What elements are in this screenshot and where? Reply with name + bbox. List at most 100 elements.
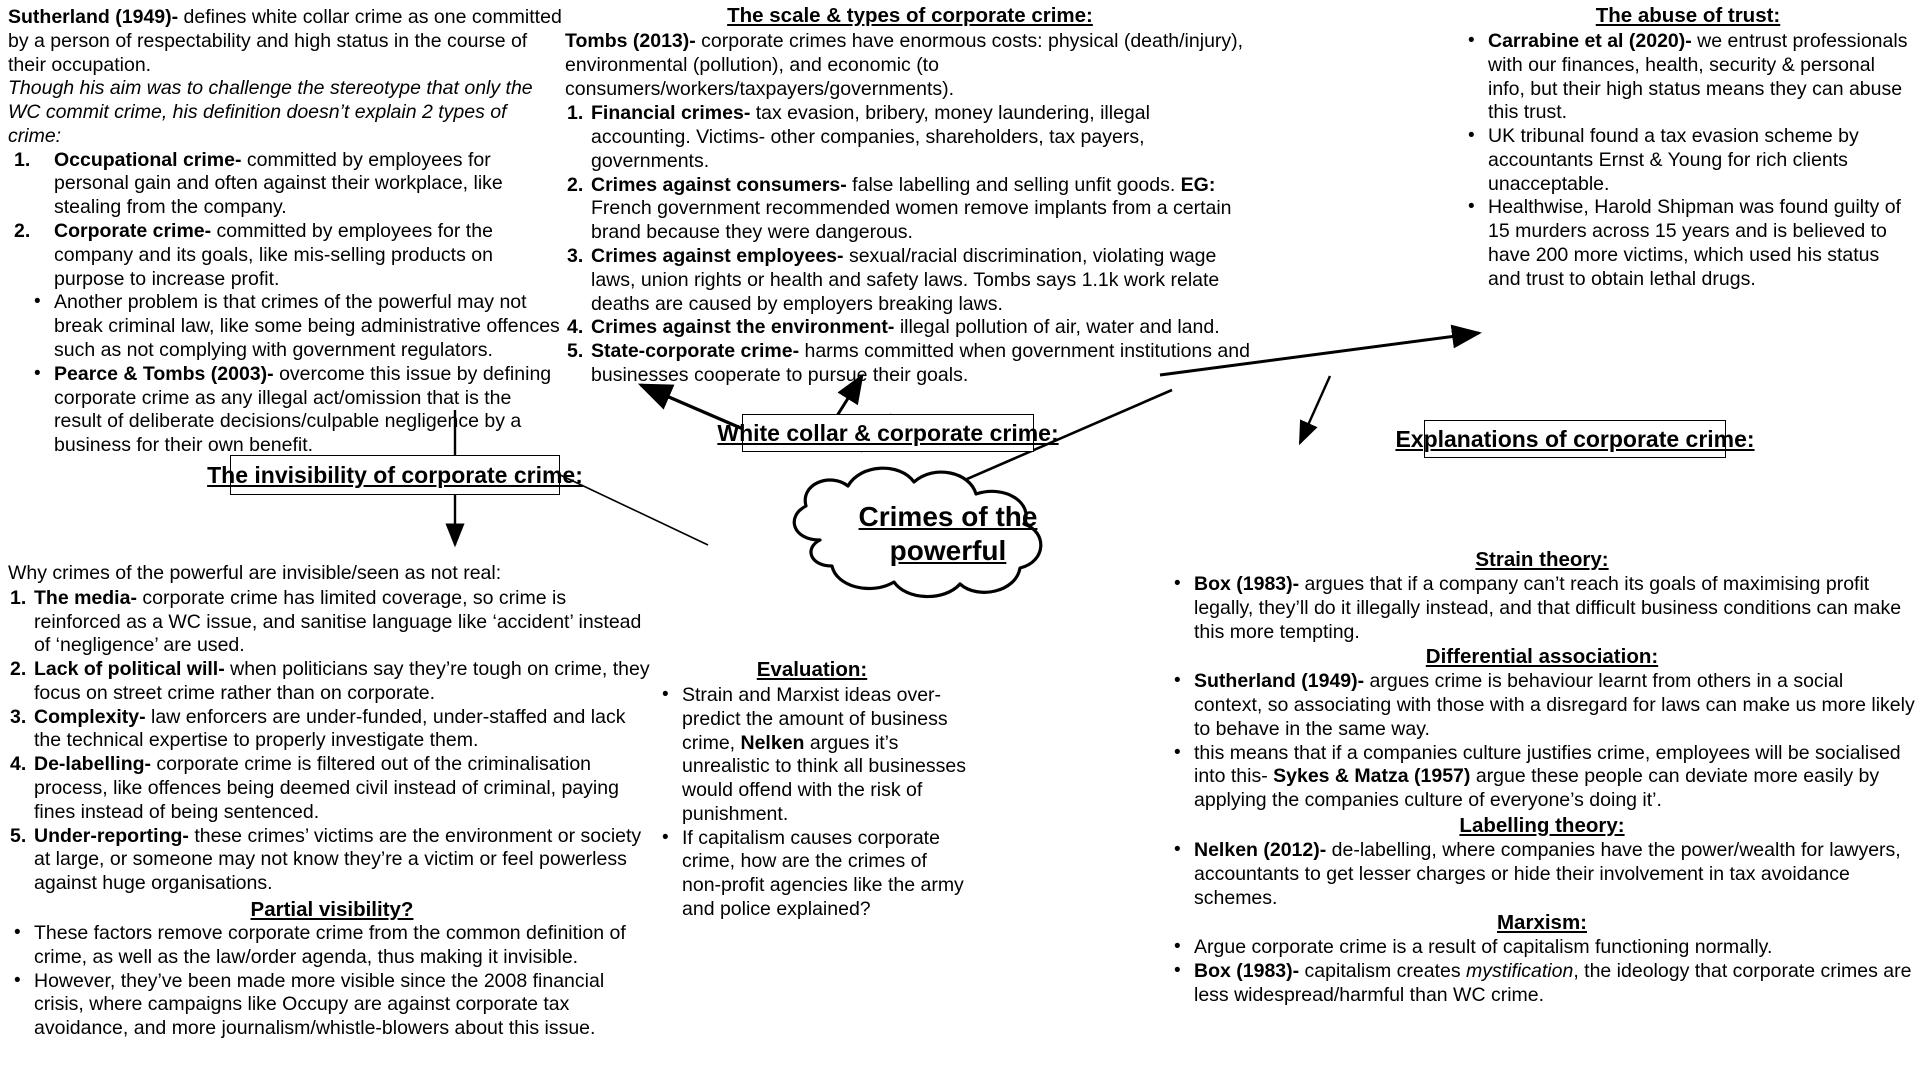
list-item-text: If capitalism causes corporate crime, ho… bbox=[682, 826, 964, 921]
strain-theory-bullets: Box (1983)- argues that if a company can… bbox=[1168, 572, 1916, 644]
list-item-lead: Crimes against the environment- bbox=[591, 316, 895, 339]
list-marker: 5. bbox=[567, 340, 584, 363]
invisibility-block: Why crimes of the powerful are invisible… bbox=[8, 562, 656, 1041]
evaluation-bullets: Strain and Marxist ideas over-predict th… bbox=[656, 683, 968, 922]
sutherland-definition-text: defines white collar crime as one commit… bbox=[8, 6, 562, 76]
list-item-bold: Nelken bbox=[740, 731, 805, 754]
sutherland-aim-note: Though his aim was to challenge the ster… bbox=[8, 77, 533, 147]
list-item-text: These factors remove corporate crime fro… bbox=[34, 921, 626, 968]
explanations-block: Strain theory: Box (1983)- argues that i… bbox=[1168, 548, 1916, 1008]
list-item-lead: Financial crimes- bbox=[591, 102, 751, 125]
list-item-text: committed by employees for the company a… bbox=[54, 220, 493, 290]
list-item: 3. Crimes against employees- sexual/raci… bbox=[565, 245, 1255, 316]
list-item-text: Another problem is that crimes of the po… bbox=[54, 291, 560, 361]
list-item: Healthwise, Harold Shipman was found gui… bbox=[1462, 195, 1914, 291]
list-item-text: tax evasion, bribery, money laundering, … bbox=[591, 102, 1150, 172]
list-item-text: capitalism creates bbox=[1299, 960, 1467, 983]
list-marker: 1. bbox=[10, 586, 27, 609]
list-marker: 3. bbox=[567, 245, 584, 268]
tombs-citation: Tombs (2013)- bbox=[565, 30, 696, 52]
list-item: If capitalism causes corporate crime, ho… bbox=[656, 826, 968, 922]
invisibility-title-box[interactable]: The invisibility of corporate crime: bbox=[207, 455, 583, 495]
labelling-theory-heading: Labelling theory: bbox=[1459, 814, 1625, 838]
invisibility-list: 1. The media- corporate crime has limite… bbox=[8, 587, 656, 896]
central-cloud[interactable]: Crimes of the powerful bbox=[748, 462, 1148, 602]
list-item-lead: Sutherland (1949)- bbox=[1194, 670, 1365, 693]
list-item-lead: Occupational crime- bbox=[54, 148, 242, 171]
marxism-heading: Marxism: bbox=[1496, 911, 1587, 935]
list-item-text: Argue corporate crime is a result of cap… bbox=[1194, 936, 1773, 959]
abuse-bullets: Carrabine et al (2020)- we entrust profe… bbox=[1462, 29, 1914, 292]
list-item-text: argues that if a company can’t reach its… bbox=[1194, 573, 1902, 643]
list-item-lead: State-corporate crime- bbox=[591, 340, 800, 363]
list-item-lead: Nelken (2012)- bbox=[1194, 839, 1327, 862]
list-item: Nelken (2012)- de-labelling, where compa… bbox=[1168, 838, 1916, 910]
sutherland-block: Sutherland (1949)- defines white collar … bbox=[8, 6, 564, 458]
invisibility-title-label: The invisibility of corporate crime: bbox=[207, 461, 583, 488]
explanations-title-label: Explanations of corporate crime: bbox=[1395, 425, 1755, 452]
list-item-text-2: , the ideology that corporate crimes are… bbox=[1194, 960, 1912, 1006]
list-item: Carrabine et al (2020)- we entrust profe… bbox=[1462, 29, 1914, 125]
list-item: Pearce & Tombs (2003)- overcome this iss… bbox=[28, 362, 564, 458]
list-item-lead: Pearce & Tombs (2003)- bbox=[54, 362, 274, 385]
list-item-lead: Box (1983)- bbox=[1194, 573, 1300, 595]
list-item: 1. The media- corporate crime has limite… bbox=[8, 587, 656, 658]
list-item-text: Strain and Marxist ideas over-predict th… bbox=[682, 684, 948, 754]
list-item-lead: Complexity- bbox=[34, 705, 146, 728]
list-item: 1. Occupational crime- committed by empl… bbox=[8, 149, 564, 220]
cloud-line-2: powerful bbox=[889, 535, 1007, 567]
sutherland-crime-types-list: 1. Occupational crime- committed by empl… bbox=[8, 149, 564, 292]
list-item-lead: The media- bbox=[34, 586, 137, 609]
list-item: 3. Complexity- law enforcers are under-f… bbox=[8, 706, 656, 754]
list-marker: 4. bbox=[10, 753, 27, 776]
list-item-text-2: French government recommended women remo… bbox=[591, 197, 1232, 244]
list-item-bold: Sykes & Matza (1957) bbox=[1273, 765, 1471, 788]
list-item-text: Healthwise, Harold Shipman was found gui… bbox=[1488, 196, 1901, 290]
list-item-lead: Crimes against employees- bbox=[591, 245, 844, 268]
arrow-explanations-to-strain bbox=[1298, 375, 1332, 446]
marxism-bullets: Argue corporate crime is a result of cap… bbox=[1168, 935, 1916, 1008]
list-marker: 3. bbox=[10, 705, 27, 728]
list-item-text: illegal pollution of air, water and land… bbox=[894, 316, 1220, 339]
list-item: Another problem is that crimes of the po… bbox=[28, 290, 564, 362]
list-item-text: corporate crime is filtered out of the c… bbox=[34, 753, 619, 823]
list-item: Box (1983)- capitalism creates mystifica… bbox=[1168, 959, 1916, 1008]
strain-theory-heading: Strain theory: bbox=[1475, 548, 1609, 571]
partial-visibility-heading: Partial visibility? bbox=[250, 897, 414, 921]
list-item-lead: Lack of political will- bbox=[34, 658, 225, 681]
list-item: this means that if a companies culture j… bbox=[1168, 741, 1916, 813]
cloud-label: Crimes of the powerful bbox=[748, 500, 1148, 568]
list-marker: 2. bbox=[14, 220, 31, 243]
list-item: These factors remove corporate crime fro… bbox=[8, 921, 656, 970]
explanations-title-box[interactable]: Explanations of corporate crime: bbox=[1395, 420, 1755, 458]
partial-visibility-bullets: These factors remove corporate crime fro… bbox=[8, 921, 656, 1041]
list-item: Argue corporate crime is a result of cap… bbox=[1168, 935, 1916, 960]
list-marker: 4. bbox=[567, 316, 584, 339]
scale-heading: The scale & types of corporate crime: bbox=[727, 4, 1093, 27]
evaluation-heading: Evaluation: bbox=[756, 658, 868, 681]
list-item-text: this means that if a companies culture j… bbox=[1194, 741, 1901, 788]
evaluation-block: Evaluation: Strain and Marxist ideas ove… bbox=[656, 658, 968, 922]
list-item-text-2: argue these people can deviate more easi… bbox=[1194, 765, 1880, 812]
abuse-of-trust-block: The abuse of trust: Carrabine et al (202… bbox=[1462, 4, 1914, 292]
list-item-text: these crimes’ victims are the environmen… bbox=[34, 824, 642, 895]
list-item-lead: Under-reporting- bbox=[34, 824, 189, 847]
list-marker: 2. bbox=[567, 173, 584, 196]
differential-association-heading: Differential association: bbox=[1425, 645, 1659, 669]
list-item: 2. Crimes against consumers- false label… bbox=[565, 174, 1255, 245]
list-item-text: false labelling and selling unfit goods. bbox=[846, 173, 1181, 196]
list-item-text: we entrust professionals with our financ… bbox=[1488, 30, 1908, 124]
list-item-text: UK tribunal found a tax evasion scheme b… bbox=[1488, 125, 1859, 195]
list-item: 2. Lack of political will- when politici… bbox=[8, 658, 656, 706]
tombs-intro-text: corporate crimes have enormous costs: ph… bbox=[565, 30, 1244, 100]
sutherland-bullets: Another problem is that crimes of the po… bbox=[8, 290, 564, 458]
list-item-text: harms committed when government institut… bbox=[591, 340, 1250, 386]
list-item: Strain and Marxist ideas over-predict th… bbox=[656, 683, 968, 827]
list-item-eg-label: EG: bbox=[1180, 173, 1216, 196]
list-item-lead: Carrabine et al (2020)- bbox=[1488, 30, 1692, 52]
list-item: 5. Under-reporting- these crimes’ victim… bbox=[8, 825, 656, 896]
white-collar-title-box[interactable]: White collar & corporate crime: bbox=[717, 414, 1059, 452]
list-marker: 5. bbox=[10, 824, 27, 847]
list-item-lead: Box (1983)- bbox=[1194, 960, 1300, 983]
